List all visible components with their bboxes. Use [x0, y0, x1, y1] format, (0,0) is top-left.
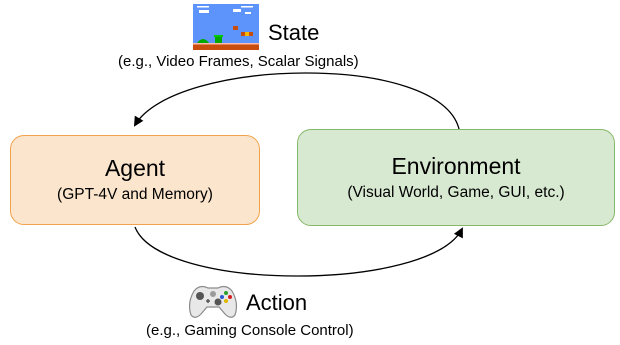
- state-subtitle: (e.g., Video Frames, Scalar Signals): [118, 53, 359, 70]
- state-title: State: [268, 20, 320, 45]
- gamepad-icon: [186, 281, 240, 321]
- agent-subtitle: (GPT-4V and Memory): [57, 186, 213, 203]
- agent-title: Agent: [104, 155, 166, 181]
- environment-title: Environment: [391, 152, 521, 179]
- state-arrow: [133, 72, 460, 130]
- action-arrow: [134, 226, 463, 277]
- environment-box: Environment (Visual World, Game, GUI, et…: [297, 129, 615, 226]
- action-subtitle: (e.g., Gaming Console Control): [146, 322, 354, 339]
- agent-box: Agent (GPT-4V and Memory): [10, 135, 260, 225]
- action-title: Action: [246, 290, 308, 315]
- environment-subtitle: (Visual World, Game, GUI, etc.): [347, 183, 565, 201]
- state-game-screenshot-icon: [193, 4, 259, 50]
